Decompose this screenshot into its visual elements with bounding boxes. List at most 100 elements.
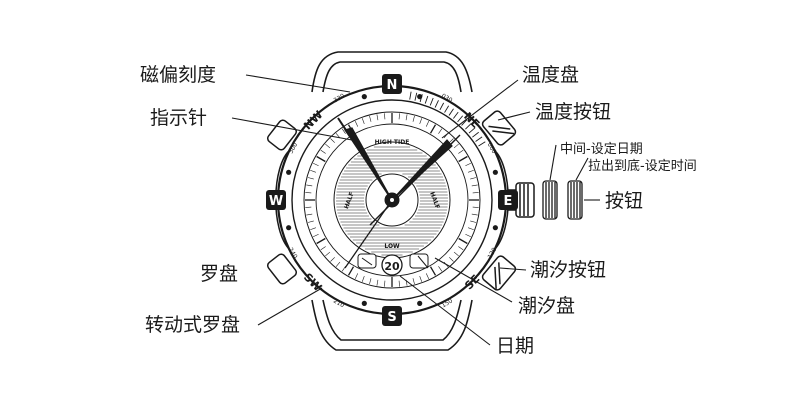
temperature-tick [458, 237, 468, 245]
date-window: 20 [381, 254, 403, 276]
crown-position-pulled [567, 180, 583, 220]
tide-button-pusher[interactable] [481, 254, 517, 291]
bezel-dots [286, 94, 498, 306]
callout-compass-dial: 罗盘 [200, 263, 238, 285]
temperature-tick [412, 278, 415, 285]
north-label: N [387, 78, 398, 93]
temperature-tick [330, 257, 335, 262]
east-label: E [504, 194, 513, 209]
bezel-tick [472, 131, 479, 138]
temperature-tick [320, 246, 326, 251]
callout-crown-middle: 中间-设定日期 [560, 142, 643, 157]
temperature-tick [412, 115, 415, 122]
temperature-tick [306, 184, 313, 187]
temperature-tick [330, 138, 335, 143]
high-tide-label: HIGH TIDE [375, 139, 410, 146]
temperature-tick [429, 124, 437, 134]
bezel-degree-030: 030 [440, 93, 454, 105]
west-label: W [269, 194, 283, 209]
temperature-tick [458, 246, 464, 251]
temperature-tick [471, 213, 478, 216]
temperature-tick [419, 276, 423, 282]
callout-tide-button: 潮汐按钮 [530, 259, 606, 281]
bezel-tick [468, 127, 476, 134]
bezel-degree-210: 210 [332, 298, 346, 310]
temperature-tick [458, 149, 464, 154]
bezel-dot [417, 94, 423, 100]
temperature-tick [472, 192, 479, 194]
temperature-tick [471, 184, 478, 187]
bezel-dot [286, 225, 292, 231]
callout-button: 按钮 [605, 190, 643, 212]
temperature-tick [449, 257, 454, 262]
temperature-tick [307, 220, 314, 223]
bezel-degree-300: 300 [288, 141, 300, 155]
temperature-tick [320, 149, 326, 154]
crown-position-middle [542, 180, 558, 220]
callout-date: 日期 [496, 335, 534, 357]
temperature-tick [316, 237, 326, 245]
temperature-tick [465, 162, 471, 167]
bezel-degree-120: 120 [487, 246, 499, 260]
left-lower-pusher[interactable] [266, 253, 298, 286]
tide-stripes [336, 146, 448, 256]
bezel-tick [414, 92, 418, 101]
callout-tide-dial: 潮汐盘 [518, 295, 575, 317]
callout-pointer: 指示针 [150, 107, 207, 129]
temperature-tick [325, 143, 331, 149]
temperature-tick [470, 220, 477, 223]
bezel-tick [444, 105, 450, 113]
callout-crown-pulled: 拉出到底-设定时间 [588, 158, 697, 174]
temperature-tick [453, 251, 459, 257]
bezel-degree-330: 330 [333, 92, 347, 104]
bezel-tick [409, 91, 412, 100]
bezel-tick [478, 141, 486, 147]
callout-rotating-compass: 转动式罗盘 [145, 314, 240, 336]
callout-temp-dial: 温度盘 [522, 64, 579, 86]
temperature-tick [419, 118, 423, 124]
bezel-dot [492, 169, 498, 175]
temp-button-pusher[interactable] [481, 109, 517, 146]
bezel-dot [417, 300, 423, 306]
bezel-tick [429, 97, 434, 106]
bezel-tick [434, 100, 439, 108]
south-label: S [387, 310, 396, 325]
temperature-tick [398, 280, 400, 287]
bezel-dot [492, 225, 498, 231]
bezel-dot [286, 169, 292, 175]
temperature-tick [425, 273, 430, 279]
cardinal-west: W [266, 190, 286, 210]
temperature-tick [384, 113, 386, 120]
bezel-tick [448, 108, 454, 116]
temperature-tick [449, 138, 454, 143]
cardinal-north: N [382, 74, 402, 94]
bezel-tick [424, 95, 429, 104]
temperature-tick [341, 128, 346, 134]
temperature-tick [361, 276, 365, 282]
bezel-dot [361, 94, 367, 100]
date-value: 20 [384, 260, 400, 273]
bezel-degree-060: 060 [486, 142, 498, 156]
callout-temp-button: 温度按钮 [535, 101, 611, 123]
temperature-tick [369, 115, 372, 122]
low-tide-label: LOW [384, 243, 400, 250]
temperature-tick [347, 266, 355, 276]
temperature-tick [325, 251, 331, 257]
temperature-tick [306, 213, 313, 216]
temperature-tick [453, 143, 459, 149]
bezel-dot [361, 300, 367, 306]
temperature-tick [305, 206, 312, 208]
left-upper-pusher[interactable] [266, 119, 298, 152]
temperature-tick [429, 266, 437, 276]
temperature-tick [376, 279, 379, 286]
temperature-tick [468, 169, 474, 173]
temperature-tick [405, 114, 408, 121]
bezel-tick [457, 115, 464, 123]
temperature-tick [354, 273, 359, 279]
temperature-tick [310, 169, 316, 173]
bezel-tick [453, 111, 459, 119]
temperature-tick [354, 121, 359, 127]
cardinal-south: S [382, 306, 402, 326]
temperature-tick [468, 227, 474, 231]
